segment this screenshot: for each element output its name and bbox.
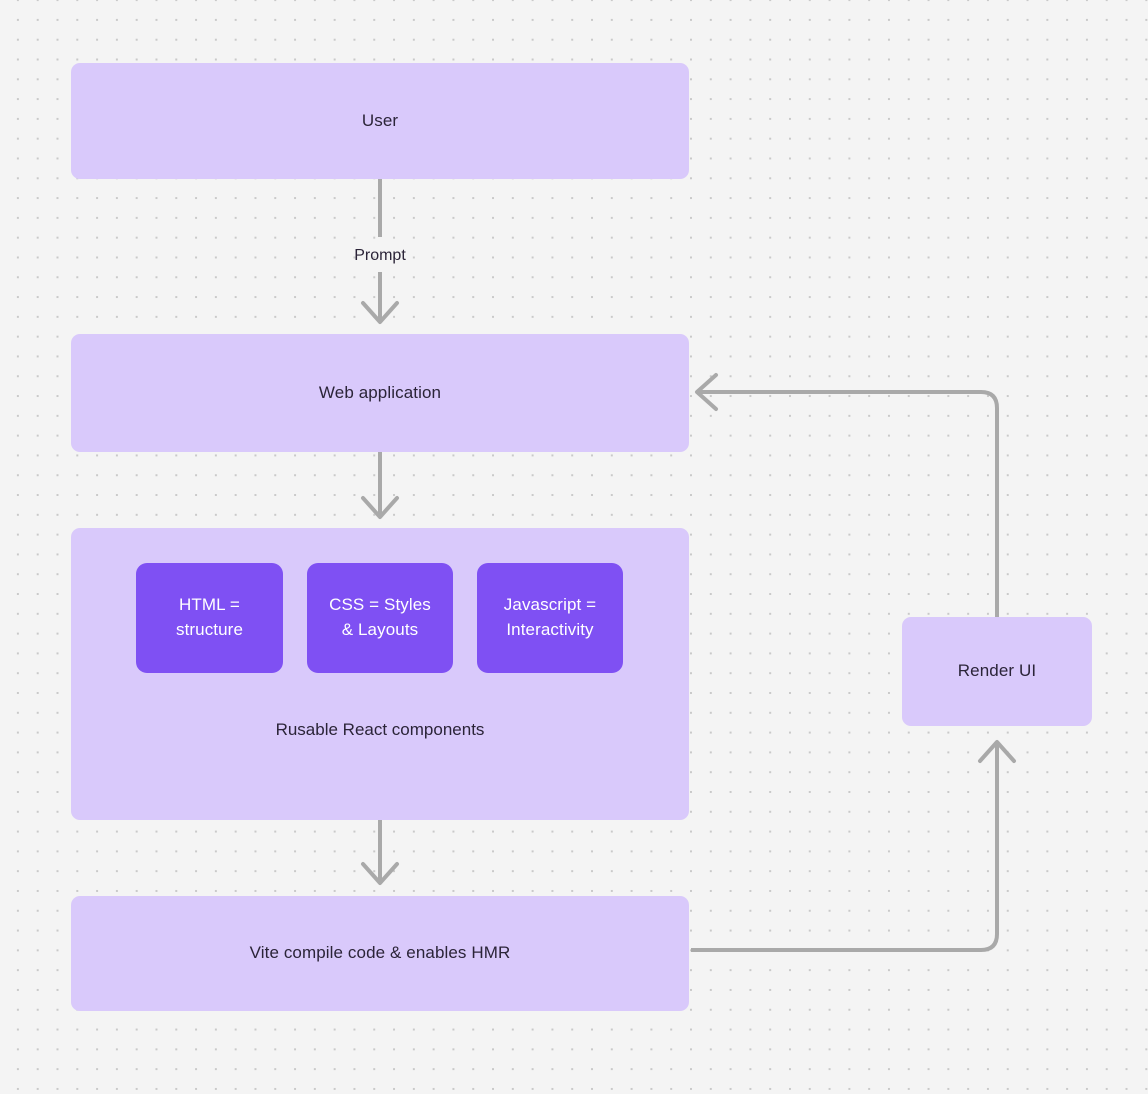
node-web-application[interactable]: Web application [71, 334, 689, 452]
arrowhead-down-components [361, 496, 399, 519]
node-javascript-line1: Javascript = [503, 595, 597, 615]
node-html-line2: structure [175, 620, 244, 639]
node-vite[interactable]: Vite compile code & enables HMR [71, 896, 689, 1011]
node-html-line1: HTML = [179, 595, 240, 615]
node-user-label: User [361, 110, 399, 130]
node-javascript-line2: Interactivity [506, 620, 594, 639]
arrowhead-down-vite [361, 862, 399, 885]
edge-render-ui-to-web-application [700, 390, 999, 617]
node-user[interactable]: User [71, 63, 689, 179]
arrowhead-left-web-application [695, 373, 718, 411]
node-css[interactable]: CSS = Styles & Layouts [307, 563, 453, 673]
edge-vite-to-render-ui [691, 745, 999, 952]
node-web-application-label: Web application [318, 382, 442, 402]
node-css-line2: & Layouts [341, 620, 419, 639]
node-render-ui[interactable]: Render UI [902, 617, 1092, 726]
arrowhead-up-render-ui [978, 740, 1016, 763]
node-components-group-label-text: Rusable React components [275, 720, 485, 739]
node-css-line1: CSS = Styles [329, 595, 431, 615]
node-components-group-label: Rusable React components [71, 718, 689, 742]
arrowhead-down-web-application [361, 301, 399, 324]
node-vite-label: Vite compile code & enables HMR [249, 943, 511, 963]
node-javascript[interactable]: Javascript = Interactivity [477, 563, 623, 673]
node-html[interactable]: HTML = structure [136, 563, 283, 673]
node-render-ui-label: Render UI [957, 661, 1037, 681]
